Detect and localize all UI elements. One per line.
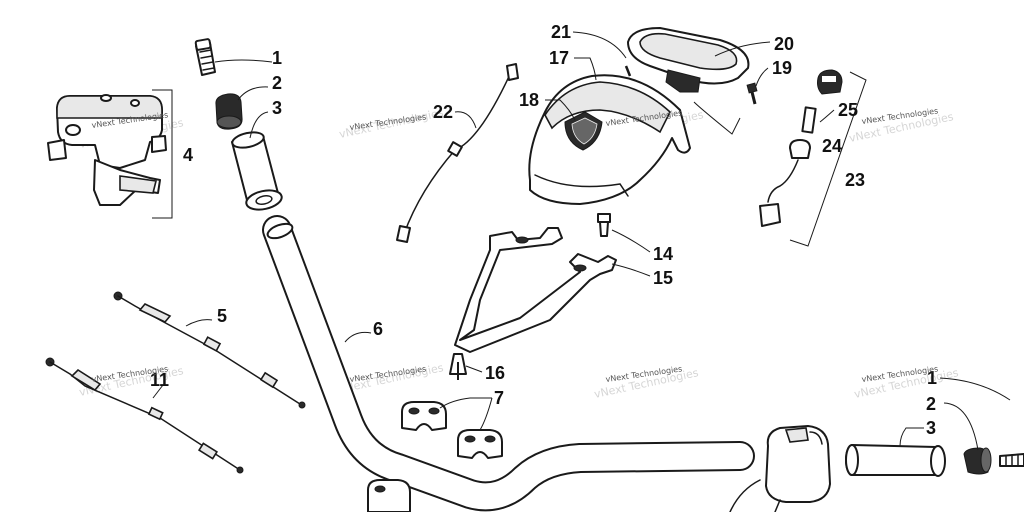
callout-2: 2 — [272, 73, 282, 93]
callout-17: 17 — [549, 48, 569, 68]
callout-numbers: 1 2 3 4 5 6 7 11 14 15 16 17 18 19 20 21… — [150, 22, 937, 438]
bracket-23 — [789, 71, 867, 247]
bracket-4 — [152, 89, 173, 219]
throttle-block — [47, 94, 167, 206]
callout-11: 11 — [150, 370, 169, 390]
bracket-15 — [454, 227, 617, 353]
callout-24: 24 — [822, 136, 842, 156]
callout-4: 4 — [183, 145, 193, 165]
callout-1: 1 — [272, 48, 282, 68]
gauge-20 — [627, 27, 750, 93]
callout-18: 18 — [519, 90, 539, 110]
callout-2-right: 2 — [926, 394, 936, 414]
callout-3-right: 3 — [926, 418, 936, 438]
leader-lines — [152, 31, 1011, 451]
callout-6: 6 — [373, 319, 383, 339]
clamp-upper — [401, 401, 447, 431]
clamp-lower — [457, 429, 503, 459]
screw-14 — [597, 213, 611, 237]
callout-7: 7 — [494, 388, 504, 408]
callout-14: 14 — [653, 244, 673, 264]
callout-20: 20 — [774, 34, 794, 54]
callout-19: 19 — [772, 58, 792, 78]
callout-21: 21 — [551, 22, 571, 42]
callout-5: 5 — [217, 306, 227, 326]
handlebar — [262, 215, 755, 512]
left-grip-assembly — [194, 38, 283, 211]
callout-23: 23 — [845, 170, 865, 190]
clamp-bottom — [367, 479, 411, 512]
switch-assembly — [759, 69, 843, 227]
hood-cover — [528, 74, 691, 205]
screw-21 — [624, 65, 632, 77]
callout-1-right: 1 — [927, 368, 937, 388]
cable-5 — [113, 291, 306, 409]
callout-15: 15 — [653, 268, 673, 288]
callout-25: 25 — [838, 100, 858, 120]
callout-16: 16 — [485, 363, 505, 383]
screw-19 — [746, 82, 758, 105]
cable-22 — [396, 63, 519, 243]
cable-11 — [45, 357, 244, 474]
callout-22: 22 — [433, 102, 453, 122]
callout-3: 3 — [272, 98, 282, 118]
right-grip-assembly — [729, 425, 1024, 512]
screw-16 — [449, 353, 467, 380]
